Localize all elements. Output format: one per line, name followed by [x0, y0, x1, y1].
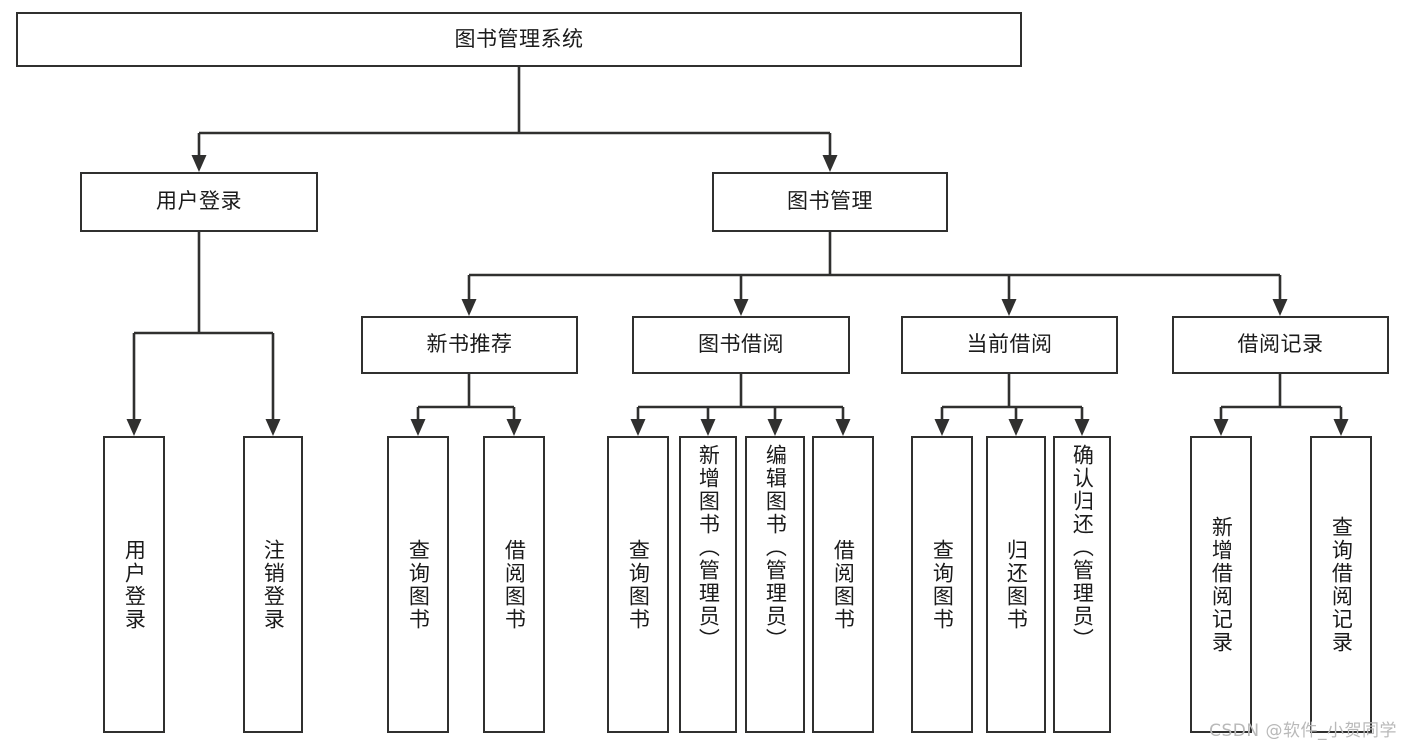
arrow-to-book-manage-head: [822, 155, 838, 172]
node-label: 借阅图书: [502, 538, 527, 631]
arrow-to-leaf-query-book-recommend-head: [410, 419, 426, 436]
node-label: 借阅图书: [831, 538, 856, 631]
arrow-to-leaf-query-borrow-record-head: [1333, 419, 1349, 436]
node-label: 查询借阅记录: [1329, 515, 1354, 654]
node-label: 用户登录: [156, 189, 242, 214]
leaf-node-leaf-user-logout[interactable]: 注销登录: [243, 436, 303, 733]
arrow-to-leaf-user-logout-head: [265, 419, 281, 436]
node-label: 查询图书: [406, 538, 431, 631]
root-node-root[interactable]: 图书管理系统: [16, 12, 1022, 67]
arrow-to-leaf-query-book-current-head: [934, 419, 950, 436]
leaf-node-leaf-borrow-book-recommend[interactable]: 借阅图书: [483, 436, 545, 733]
submodule-node-borrow-record[interactable]: 借阅记录: [1172, 316, 1389, 374]
arrow-to-leaf-return-book-head: [1008, 419, 1024, 436]
node-label: 确认归还（管理员）: [1070, 444, 1095, 651]
node-label: 查询图书: [930, 538, 955, 631]
arrow-to-user-login-head: [191, 155, 207, 172]
node-label: 借阅记录: [1237, 332, 1324, 357]
leaf-node-leaf-confirm-return-admin[interactable]: 确认归还（管理员）: [1053, 436, 1111, 733]
node-label: 新增图书（管理员）: [696, 444, 721, 651]
node-label: 归还图书: [1004, 538, 1029, 631]
arrow-to-new-book-recommend-head: [461, 299, 477, 316]
module-node-book-manage[interactable]: 图书管理: [712, 172, 948, 232]
module-node-user-login[interactable]: 用户登录: [80, 172, 318, 232]
leaf-node-leaf-query-borrow-record[interactable]: 查询借阅记录: [1310, 436, 1372, 733]
node-label: 新增借阅记录: [1209, 515, 1234, 654]
submodule-node-new-book-recommend[interactable]: 新书推荐: [361, 316, 578, 374]
node-label: 新书推荐: [426, 332, 513, 357]
arrow-to-leaf-borrow-book-head: [835, 419, 851, 436]
node-label: 查询图书: [626, 538, 651, 631]
leaf-node-leaf-query-book-current[interactable]: 查询图书: [911, 436, 973, 733]
node-label: 注销登录: [261, 538, 286, 631]
leaf-node-leaf-add-borrow-record[interactable]: 新增借阅记录: [1190, 436, 1252, 733]
csdn-watermark: CSDN @软件_小贺同学: [1209, 721, 1397, 741]
leaf-node-leaf-return-book[interactable]: 归还图书: [986, 436, 1046, 733]
arrow-to-leaf-user-login-head: [126, 419, 142, 436]
arrow-to-leaf-add-borrow-record-head: [1213, 419, 1229, 436]
node-label: 用户登录: [122, 538, 147, 631]
arrow-to-leaf-confirm-return-admin-head: [1074, 419, 1090, 436]
node-label: 图书管理: [787, 189, 873, 214]
arrow-to-leaf-edit-book-admin-head: [767, 419, 783, 436]
arrow-to-leaf-borrow-book-recommend-head: [506, 419, 522, 436]
leaf-node-leaf-user-login[interactable]: 用户登录: [103, 436, 165, 733]
arrow-to-leaf-query-book-borrow-head: [630, 419, 646, 436]
leaf-node-leaf-query-book-recommend[interactable]: 查询图书: [387, 436, 449, 733]
leaf-node-leaf-edit-book-admin[interactable]: 编辑图书（管理员）: [745, 436, 805, 733]
leaf-node-leaf-query-book-borrow[interactable]: 查询图书: [607, 436, 669, 733]
submodule-node-current-borrow[interactable]: 当前借阅: [901, 316, 1118, 374]
node-label: 图书借阅: [698, 332, 784, 357]
arrow-to-borrow-record-head: [1272, 299, 1288, 316]
leaf-node-leaf-borrow-book[interactable]: 借阅图书: [812, 436, 874, 733]
leaf-node-leaf-add-book-admin[interactable]: 新增图书（管理员）: [679, 436, 737, 733]
node-label: 图书管理系统: [454, 26, 584, 51]
submodule-node-book-borrow[interactable]: 图书借阅: [632, 316, 850, 374]
node-label: 当前借阅: [966, 332, 1053, 357]
arrow-to-current-borrow-head: [1001, 299, 1017, 316]
arrow-to-leaf-add-book-admin-head: [700, 419, 716, 436]
node-label: 编辑图书（管理员）: [763, 444, 788, 651]
arrow-to-book-borrow-head: [733, 299, 749, 316]
